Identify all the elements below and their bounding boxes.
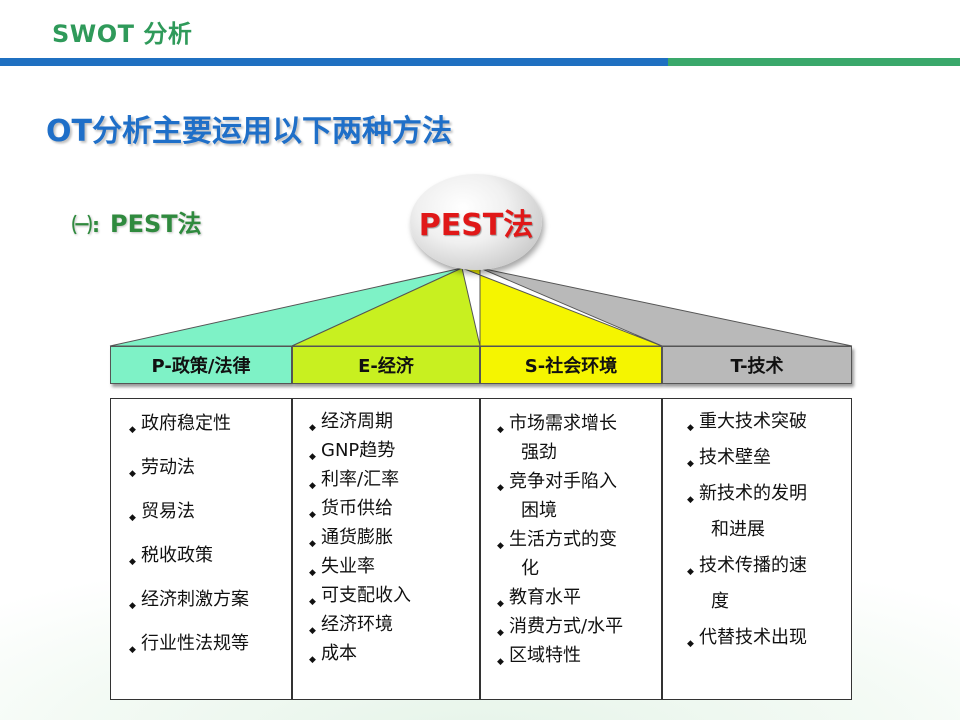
list-item: 贸易法 [129, 499, 291, 543]
list-item: 消费方式/水平 [497, 614, 661, 646]
list-item: 可支配收入 [309, 583, 479, 615]
column-header-s: S-社会环境 [480, 346, 662, 384]
list-item: 竞争对手陷入 [497, 469, 661, 501]
method-subtitle: ㈠: PEST法 [72, 204, 202, 239]
column-header-t: T-技术 [662, 346, 852, 384]
list-item: 技术壁垒 [687, 445, 851, 481]
list-item: 失业率 [309, 554, 479, 586]
header-title: SWOT 分析 [52, 20, 193, 48]
column-header-e: E-经济 [292, 346, 480, 384]
list-item-continuation: 强劲 [521, 442, 557, 463]
list-item: 经济周期 [309, 409, 479, 441]
column-header-p: P-政策/法律 [110, 346, 292, 384]
list-item: 货币供给 [309, 496, 479, 528]
list-item: 区域特性 [497, 643, 661, 675]
list-item-continuation: 化 [521, 558, 539, 579]
subtitle-prefix: ㈠: [72, 213, 100, 237]
list-item: 行业性法规等 [129, 631, 291, 675]
list-item: 通货膨胀 [309, 525, 479, 557]
header-bar-blue [0, 58, 668, 66]
list-item-continuation: 和进展 [711, 519, 765, 540]
list-item: 经济环境 [309, 612, 479, 644]
column-body-p: 政府稳定性 劳动法 贸易法 税收政策 经济刺激方案 行业性法规等 [110, 398, 292, 700]
column-body-s: 市场需求增长 强劲 竞争对手陷入 困境 生活方式的变 化 教育水平 消费方式/水… [480, 398, 662, 700]
list-item: 代替技术出现 [687, 625, 851, 661]
list-item: 技术传播的速 [687, 553, 851, 589]
main-title: OT分析主要运用以下两种方法 [46, 114, 452, 149]
column-body-e: 经济周期 GNP趋势 利率/汇率 货币供给 通货膨胀 失业率 可支配收入 经济环… [292, 398, 480, 700]
list-item: 新技术的发明 [687, 481, 851, 517]
list-item: 重大技术突破 [687, 409, 851, 445]
list-item: 政府稳定性 [129, 411, 291, 455]
header-bar-green [668, 58, 960, 66]
list-item: 教育水平 [497, 585, 661, 617]
list-item: 成本 [309, 641, 479, 673]
list-item: 劳动法 [129, 455, 291, 499]
list-item: 生活方式的变 [497, 527, 661, 559]
list-item: 税收政策 [129, 543, 291, 587]
pest-center-label: PEST法 [418, 208, 534, 243]
column-body-t: 重大技术突破 技术壁垒 新技术的发明 和进展 技术传播的速 度 代替技术出现 [662, 398, 852, 700]
list-item: 利率/汇率 [309, 467, 479, 499]
list-item-continuation: 度 [711, 591, 729, 612]
subtitle-text: PEST法 [110, 210, 202, 238]
pest-center-oval: PEST法 [410, 174, 542, 270]
list-item: 市场需求增长 [497, 411, 661, 443]
list-item: GNP趋势 [309, 438, 479, 470]
list-item: 经济刺激方案 [129, 587, 291, 631]
list-item-continuation: 困境 [521, 500, 557, 521]
